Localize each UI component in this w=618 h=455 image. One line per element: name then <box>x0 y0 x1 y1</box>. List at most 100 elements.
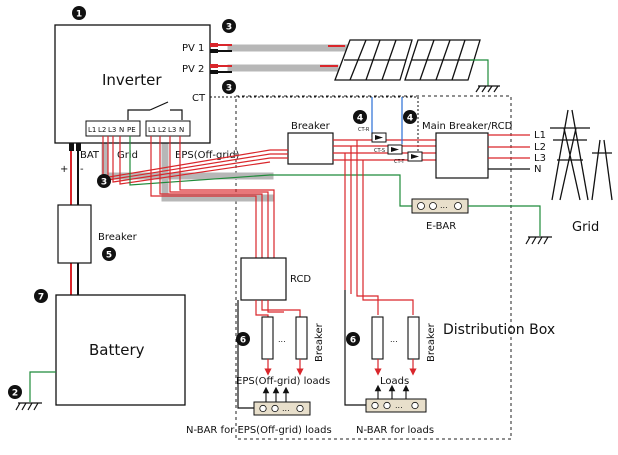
eps-nbar-label: N-BAR for EPS(Off-grid) loads <box>186 425 332 436</box>
loads-nbar-box <box>365 398 427 413</box>
svg-text:6: 6 <box>350 336 356 346</box>
loads-nbar-label: N-BAR for loads <box>356 425 434 436</box>
line-l1-label: L1 <box>534 130 546 141</box>
main-breaker-box <box>435 132 489 179</box>
marker-4-right: 4 <box>403 110 417 124</box>
svg-text:PE: PE <box>127 126 136 134</box>
grid-tower-icon <box>550 109 613 201</box>
pv1-label: PV 1 <box>182 43 204 54</box>
pv-connectors <box>210 43 345 74</box>
grid-breaker-label: Breaker <box>291 121 331 132</box>
ct-s-label: CT-S <box>374 148 385 154</box>
svg-text:2: 2 <box>12 389 18 399</box>
battery-box <box>55 294 186 406</box>
grid-breaker-box <box>287 132 334 165</box>
svg-text:4: 4 <box>357 114 363 124</box>
marker-7: 7 <box>34 289 48 303</box>
svg-text:1: 1 <box>76 10 82 20</box>
pv2-label: PV 2 <box>182 64 204 75</box>
svg-text:L1: L1 <box>148 126 156 134</box>
marker-3-ac: 3 <box>97 174 111 188</box>
svg-text:4: 4 <box>407 114 413 124</box>
ebar-ground-wire <box>468 205 541 236</box>
eps-terminal-label: EPS(Off-grid) <box>175 150 240 161</box>
ebar-label: E-BAR <box>426 221 456 232</box>
loads-nbar-dots: ... <box>395 401 403 410</box>
grid-terminal-block: L1 L2 L3 N PE <box>85 120 141 137</box>
distribution-box-label: Distribution Box <box>443 322 555 338</box>
ebar-dots: ... <box>440 201 448 210</box>
relay-switch <box>127 101 183 120</box>
battery-ground-icon <box>15 402 42 411</box>
marker-2: 2 <box>8 385 22 399</box>
svg-text:3: 3 <box>226 23 232 33</box>
eps-breaker-vertical-label: Breaker <box>314 322 325 362</box>
svg-text:N: N <box>179 126 184 134</box>
battery-label: Battery <box>89 341 145 359</box>
bat-plus-label: + <box>60 164 68 175</box>
marker-6-eps: 6 <box>236 332 250 346</box>
svg-text:L1: L1 <box>88 126 96 134</box>
loads-nbar-screws <box>371 401 419 410</box>
line-n-label: N <box>534 164 541 175</box>
battery-ground-wire <box>29 371 56 402</box>
inverter-title: Inverter <box>102 71 162 89</box>
distribution-box-outline <box>235 95 512 440</box>
main-breaker-label: Main Breaker/RCD <box>422 121 513 132</box>
ct-t-label: CT-T <box>394 159 405 165</box>
eps-loads-label: EPS(Off-grid) loads <box>236 376 330 387</box>
eps-terminal-block: L1 L2 L3 N <box>145 120 191 137</box>
svg-text:L2: L2 <box>158 126 166 134</box>
eps-load-arrows <box>264 359 304 376</box>
ebar-ground-icon <box>525 236 552 245</box>
svg-text:7: 7 <box>38 293 44 303</box>
grid-terminal-label: Grid <box>117 150 138 161</box>
eps-nbar-neutral <box>237 300 254 409</box>
load-feed-wires <box>344 140 414 315</box>
marker-1: 1 <box>72 6 86 20</box>
eps-breakers-dots: ... <box>278 335 286 344</box>
marker-3-pv: 3 <box>222 19 236 33</box>
load-breaker-vertical-label: Breaker <box>426 322 437 362</box>
bat-label: BAT <box>80 150 100 161</box>
svg-text:L3: L3 <box>108 126 116 134</box>
eps-side-wires <box>150 136 275 258</box>
rcd-label: RCD <box>290 274 311 285</box>
eps-nbar-arrows <box>262 386 290 402</box>
load-breakers-dots: ... <box>390 335 398 344</box>
rcd-box <box>240 257 287 301</box>
load-arrows <box>374 359 417 376</box>
marker-3-ct: 3 <box>222 80 236 94</box>
ct-label: CT <box>192 93 206 104</box>
svg-text:3: 3 <box>226 84 232 94</box>
loads-neutral-wire <box>344 290 366 406</box>
grid-output-lines <box>488 134 530 170</box>
ct-sensors <box>371 97 423 162</box>
grid-label: Grid <box>572 220 599 235</box>
pv-ground-icon <box>475 85 500 93</box>
marker-6-loads: 6 <box>346 332 360 346</box>
svg-text:3: 3 <box>101 178 107 188</box>
eps-nbar-screws <box>259 404 304 413</box>
line-l3-label: L3 <box>534 153 546 164</box>
svg-text:L3: L3 <box>168 126 176 134</box>
eps-nbar-dots: ... <box>282 404 290 413</box>
ebar-screws <box>417 202 462 210</box>
marker-4-left: 4 <box>353 110 367 124</box>
ct-signal-line <box>210 96 419 160</box>
battery-breaker-label: Breaker <box>98 232 138 243</box>
bat-terminal-pos <box>69 143 74 151</box>
breaker-inputs <box>270 149 288 159</box>
svg-text:L2: L2 <box>98 126 106 134</box>
bat-minus-label: - <box>80 164 84 175</box>
loads-nbar-arrows <box>374 384 410 399</box>
line-l2-label: L2 <box>534 142 546 153</box>
marker-5: 5 <box>102 247 116 261</box>
bat-terminal-neg <box>76 143 81 151</box>
svg-text:6: 6 <box>240 336 246 346</box>
solar-panels <box>334 39 481 81</box>
battery-breaker-box <box>57 204 92 264</box>
pv-ground-wire <box>470 59 489 86</box>
ct-r-label: CT-R <box>358 127 370 133</box>
